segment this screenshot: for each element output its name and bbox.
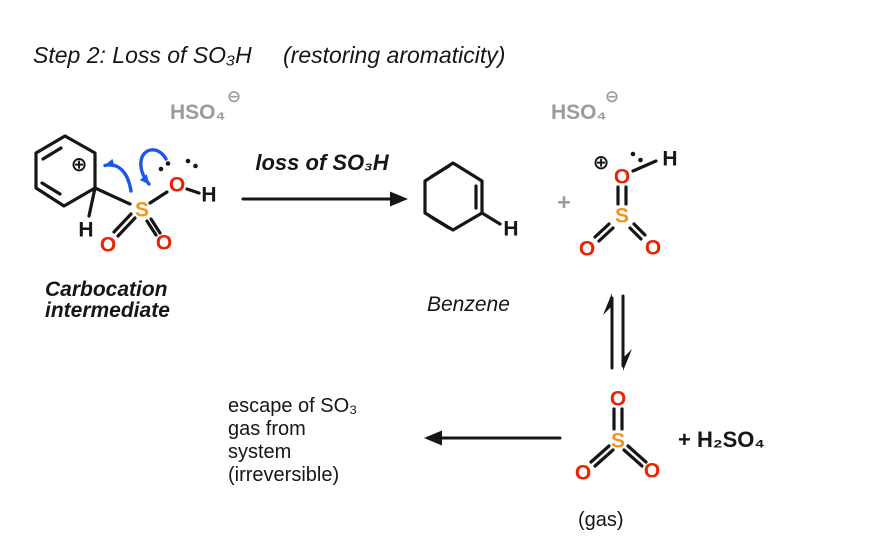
equilibrium-arrows	[603, 293, 632, 371]
lone-pair-dot	[193, 163, 198, 169]
lone-pair-dot	[638, 157, 643, 163]
so3-gas: O S O O (gas) + H₂SO₄	[575, 388, 765, 532]
reaction-arrow: loss of SO₃H	[241, 150, 408, 207]
s-o-double-bond-lower-left	[112, 212, 137, 238]
so3h-s-o-double-bond-lower-right	[628, 222, 647, 241]
escape-note-line1: escape of SO₃	[228, 395, 357, 417]
carbocation-substituent-bonds	[87, 186, 132, 218]
gas-caption: (gas)	[578, 509, 624, 531]
lone-pair-dot	[165, 161, 171, 166]
oxygen-plus-charge-icon: ⊕	[593, 150, 610, 174]
hso4-right-minus-charge-icon: ⊖	[605, 87, 619, 107]
products-plus-sign: +	[557, 189, 570, 215]
so3h-s-o-double-bond-lower-left	[593, 222, 615, 243]
hso4-left-minus-charge-icon: ⊖	[227, 87, 241, 107]
o-h-bond	[185, 187, 201, 195]
carbocation-o-atom-lower-left: O	[100, 234, 116, 257]
curved-arrow-cs-bond-to-ring	[103, 158, 133, 193]
hso4-right-formula: HSO₄	[551, 101, 607, 124]
benzene-caption: Benzene	[427, 293, 510, 316]
so3h-o-atom-top: O	[614, 166, 630, 189]
hydroxyl-h-atom: H	[201, 184, 216, 207]
carbocation-ring-double-bonds	[40, 146, 63, 196]
s-o-single-bond	[148, 190, 169, 205]
so3h-o-atom-lower-right: O	[645, 237, 661, 260]
so3h-s-atom: S	[615, 205, 629, 228]
escape-note: escape of SO₃ gas from system (irreversi…	[228, 395, 357, 486]
benzene-ring-bonds	[423, 161, 484, 232]
step-title: Step 2: Loss of SO₃H	[33, 42, 252, 68]
benzene-c-h-bond	[480, 211, 502, 226]
lone-pair-dot	[630, 151, 636, 157]
reaction-arrow-label: loss of SO₃H	[255, 150, 389, 175]
so3h-o-atom-lower-left: O	[579, 238, 595, 261]
equilibrium-down-arrow-head-icon	[623, 349, 632, 371]
carbocation-h-atom: H	[78, 219, 93, 242]
so3h-h-atom: H	[662, 148, 677, 171]
escape-note-line4: (irreversible)	[228, 464, 339, 486]
title: Step 2: Loss of SO₃H (restoring aromatic…	[33, 42, 505, 68]
benzene-h-atom: H	[503, 218, 518, 241]
carbocation-ring-bonds	[34, 134, 97, 208]
so3h-o-s-double-bond	[616, 185, 628, 206]
escape-arrow-head-icon	[424, 430, 442, 446]
lone-pair-dots	[630, 151, 643, 163]
hso4-byproduct-right: HSO₄ ⊖	[551, 87, 619, 124]
lone-pair-dots	[158, 158, 198, 172]
so3h-o-h-bond	[631, 159, 658, 173]
lone-pair-dot	[185, 158, 191, 164]
so3-o-s-double-bond-top	[612, 407, 624, 431]
equilibrium-up-arrow-head-icon	[603, 293, 612, 315]
escape-arrow	[424, 430, 562, 446]
carbocation-caption-line2: intermediate	[45, 299, 170, 322]
forward-arrow-head-icon	[390, 191, 408, 207]
so3-o-atom-lower-right: O	[644, 460, 660, 483]
benzene-ring-double-bonds	[429, 164, 478, 230]
step-title-note: (restoring aromaticity)	[283, 42, 505, 68]
escape-note-line3: system	[228, 441, 291, 463]
escape-note-line2: gas from	[228, 418, 306, 440]
benzene-product: H Benzene	[423, 161, 519, 316]
carbocation-caption-line1: Carbocation	[45, 278, 168, 301]
so3-s-atom: S	[611, 430, 625, 453]
carbocation-caption: Carbocation intermediate	[45, 278, 170, 322]
so3-o-atom-lower-left: O	[575, 462, 591, 485]
so3-s-o-double-bond-lower-left	[589, 444, 615, 468]
carbocation-s-atom: S	[135, 199, 149, 222]
s-o-double-bond-lower-right	[145, 217, 162, 237]
carbocation-o-atom-lower-right: O	[156, 232, 172, 255]
plus-h2so4-label: + H₂SO₄	[678, 427, 765, 452]
lone-pair-dot	[158, 166, 164, 172]
so3-s-o-double-bond-lower-right	[622, 444, 648, 468]
so3-o-atom-top: O	[610, 388, 626, 411]
so3h-cation: ⊕ O H S O O	[579, 148, 678, 261]
hso4-left-formula: HSO₄	[170, 101, 226, 124]
carbocation-intermediate: ⊕ H S O O O H	[34, 134, 217, 257]
curved-arrow-lone-pair-to-so-bond	[139, 148, 168, 186]
carbocation-o-atom-hydroxyl: O	[169, 174, 185, 197]
ring-plus-charge-icon: ⊕	[71, 152, 88, 176]
hso4-byproduct-left: HSO₄ ⊖	[170, 87, 241, 124]
